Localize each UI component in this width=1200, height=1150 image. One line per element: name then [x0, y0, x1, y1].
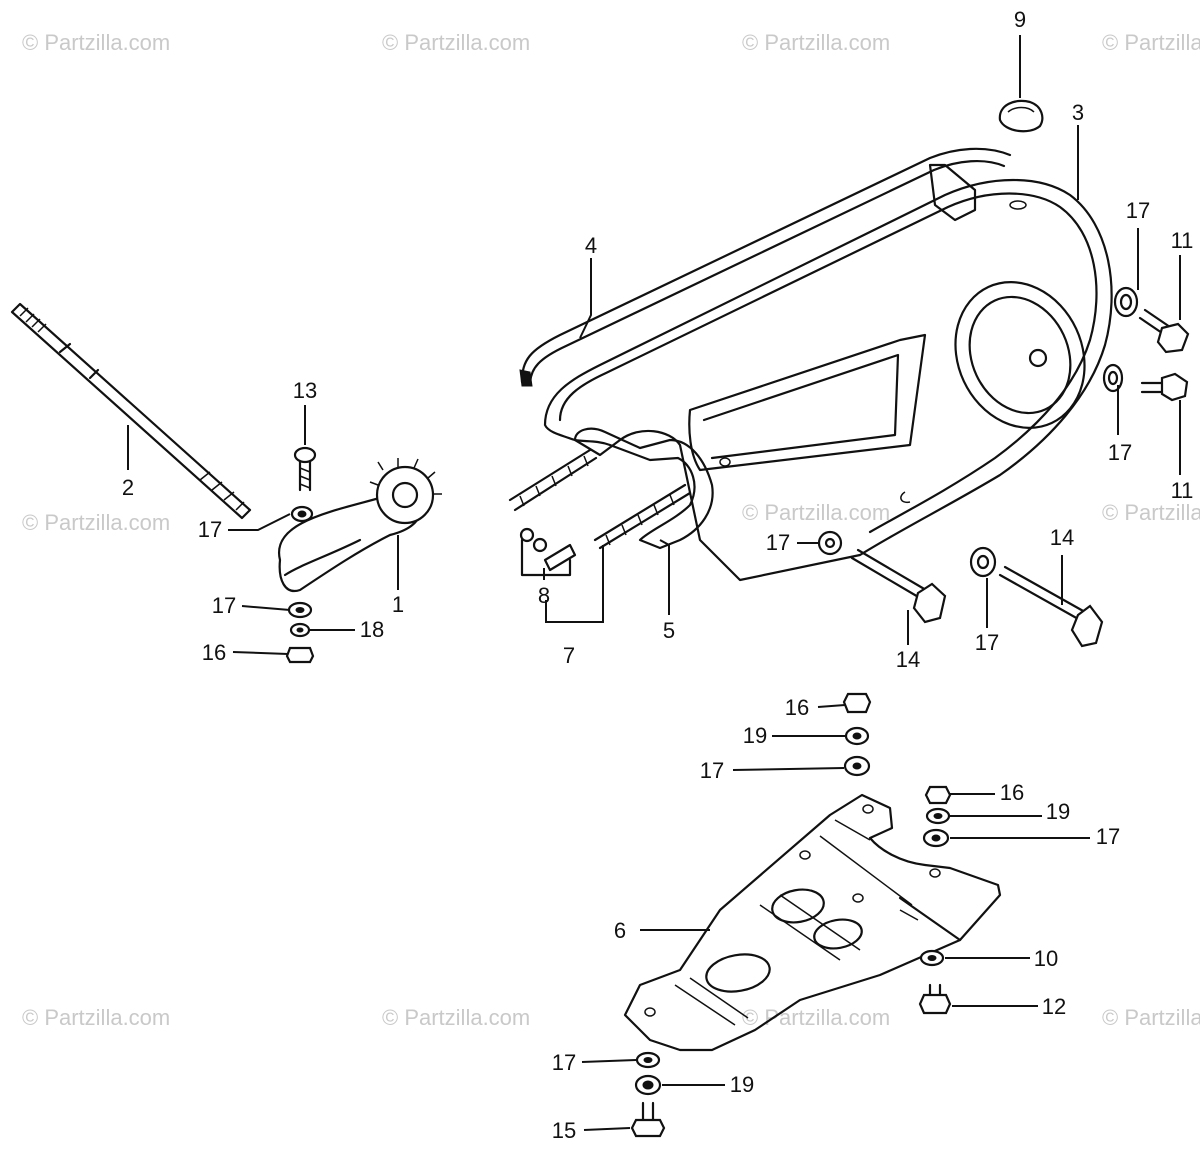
callout-16: 16 [202, 640, 226, 665]
callout-17: 17 [1126, 198, 1150, 223]
watermark: © Partzilla.com [742, 500, 890, 525]
callout-7: 7 [563, 643, 575, 668]
part-chain [508, 448, 692, 550]
callout-17: 17 [212, 593, 236, 618]
part-shaft [10, 302, 252, 520]
watermark: © Partzilla.com [382, 30, 530, 55]
washer-hole [297, 510, 307, 518]
bolt-14-a [850, 548, 947, 624]
washer-hole [295, 607, 305, 613]
callout-9: 9 [1014, 7, 1026, 32]
watermark: © Partzilla.com [22, 510, 170, 535]
callout-11: 11 [1171, 228, 1194, 253]
washer-hole [927, 955, 937, 961]
nut-16-b [842, 692, 872, 714]
watermark: © Partzilla.com [742, 1005, 890, 1030]
bolt-11-a [1138, 308, 1190, 354]
callout-19: 19 [743, 723, 767, 748]
bolt-11-b [1140, 372, 1189, 402]
callout-8: 8 [538, 583, 550, 608]
nut-16-c [924, 785, 952, 805]
part-bolt-13 [293, 446, 317, 492]
callout-20: 19 [730, 1072, 754, 1097]
callout-4: 4 [585, 233, 597, 258]
part-tensioner-arm [277, 458, 442, 593]
callout-18: 17 [552, 1050, 576, 1075]
callouts: 1 2 3 4 5 6 7 8 9 10 11 11 12 13 14 14 1… [122, 7, 1194, 1143]
washer-hole [296, 627, 304, 633]
callout-6: 6 [614, 918, 626, 943]
leader-lines [127, 35, 1181, 1131]
callout-14: 14 [1050, 525, 1074, 550]
watermarks: © Partzilla.com © Partzilla.com © Partzi… [22, 30, 1200, 1030]
washer-hole [643, 1057, 653, 1063]
callout-11: 11 [1171, 478, 1194, 503]
callout-16: 16 [1000, 780, 1024, 805]
callout-17: 17 [766, 530, 790, 555]
bolt-15 [630, 1101, 666, 1138]
washer-hole [824, 537, 836, 549]
washer-hole [852, 762, 862, 770]
washer-hole [976, 554, 990, 570]
part-skid-plate [623, 793, 1002, 1052]
part-chain-case [543, 163, 1113, 582]
callout-5: 5 [663, 618, 675, 643]
bolt-12 [918, 983, 952, 1015]
watermark: © Partzilla.com [22, 1005, 170, 1030]
nut-16-a [285, 646, 315, 664]
washer-hole [1107, 370, 1119, 386]
callout-17: 17 [1096, 824, 1120, 849]
part-gasket [573, 427, 714, 550]
watermark: © Partzilla.com [1102, 1005, 1200, 1030]
callout-2: 2 [122, 475, 134, 500]
washer-hole [1119, 293, 1133, 311]
washer-hole [642, 1080, 654, 1090]
callout-17: 17 [975, 630, 999, 655]
part-plug-cap [998, 99, 1044, 133]
callout-3: 3 [1072, 100, 1084, 125]
watermark: © Partzilla.com [22, 30, 170, 55]
callout-17: 17 [1108, 440, 1132, 465]
callout-17: 17 [198, 517, 222, 542]
washer-hole [933, 813, 943, 819]
callout-19: 19 [1046, 799, 1070, 824]
callout-16: 16 [785, 695, 809, 720]
callout-10: 10 [1034, 946, 1058, 971]
callout-14: 14 [896, 647, 920, 672]
callout-19: 18 [360, 617, 384, 642]
watermark: © Partzilla.com [1102, 30, 1200, 55]
bolt-14-b [998, 565, 1104, 648]
watermark: © Partzilla.com [742, 30, 890, 55]
callout-15: 15 [552, 1118, 576, 1143]
watermark: © Partzilla.com [382, 1005, 530, 1030]
washer-hole [852, 732, 862, 740]
washer-hole [931, 834, 941, 842]
watermark: © Partzilla.com [1102, 500, 1200, 525]
part-master-link [519, 527, 577, 577]
callout-13: 13 [293, 378, 317, 403]
callout-17: 17 [700, 758, 724, 783]
callout-1: 1 [392, 592, 404, 617]
part-rubber-strip [519, 147, 1012, 387]
callout-12: 12 [1042, 994, 1066, 1019]
